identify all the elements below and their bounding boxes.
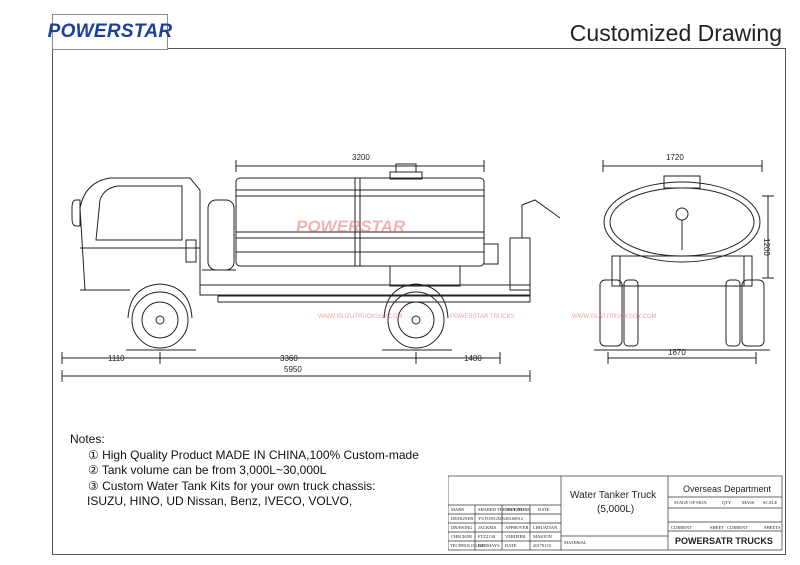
- tb-cell: APPROVER: [505, 525, 529, 530]
- dimension-front-overhang: 1110: [108, 354, 125, 363]
- tb-cell: SHEET: [710, 525, 724, 530]
- tb-cell: MASS: [742, 500, 755, 505]
- tb-cell: SIGNATURE: [505, 507, 530, 512]
- tb-cell: MARK: [451, 507, 465, 512]
- tb-cell: DATE: [538, 507, 550, 512]
- dimension-overall-length: 5950: [284, 365, 302, 374]
- tb-cell: YUTONGXIN: [478, 516, 506, 521]
- note-item: ① High Quality Product MADE IN CHINA,100…: [88, 447, 419, 462]
- logo-text: POWERSTAR: [47, 21, 173, 42]
- title-block: MARK SHARED THE FILE NO. SIGNATURE DATE …: [448, 475, 783, 551]
- tb-cell: DATE: [505, 543, 517, 548]
- tb-cell: MASTON: [533, 534, 553, 539]
- dimension-rear-overhang: 1480: [464, 354, 482, 363]
- tb-cell: CURRENT: [671, 525, 692, 530]
- powerstar-logo: POWERSTAR: [48, 14, 172, 50]
- rear-wheel: [383, 283, 449, 349]
- truck-drawing: 3200: [61, 153, 774, 382]
- tb-cell: GERMAYS: [478, 543, 500, 548]
- note-brands: ISUZU, HINO, UD Nissan, Benz, IVECO, VOL…: [87, 494, 353, 508]
- tb-cell: JACKMA: [478, 525, 497, 530]
- tb-cell: VERIFIER: [505, 534, 525, 539]
- tb-cell: SHEETS: [764, 525, 781, 530]
- dimension-tank-length: 3200: [235, 153, 485, 172]
- note-item: ② Tank volume can be from 3,000L~30,000L: [88, 463, 327, 477]
- tb-cell: SHARED THE FILE NO.: [478, 507, 525, 512]
- drawing-frame: [52, 48, 786, 555]
- front-wheel: [127, 283, 193, 349]
- tb-cell: 20160912: [505, 516, 523, 521]
- tb-cell: CURRENT: [727, 525, 748, 530]
- dimension-label: 3200: [352, 153, 370, 162]
- dimension-tank-width: 1720: [666, 153, 684, 162]
- company-name: POWERSATR TRUCKS: [675, 536, 773, 546]
- product-volume: (5,000L): [597, 504, 634, 515]
- watermark-trucks: POWERSTAR TRUCKS: [450, 314, 514, 320]
- watermark-brand: POWERSTAR: [296, 217, 406, 236]
- material-label: MATERIAL: [564, 540, 587, 545]
- water-tank: [235, 163, 499, 267]
- rear-view: 1720 1200 1870: [594, 153, 774, 364]
- tb-cell: CHECKER: [451, 534, 472, 539]
- truck-cab: [71, 177, 201, 292]
- page-title: Customized Drawing: [569, 20, 782, 46]
- tb-cell: QTY: [722, 500, 732, 505]
- tb-cell: FTZ2130: [478, 534, 496, 539]
- dimension-overall-width: 1870: [668, 348, 686, 357]
- tb-cell: SCALE: [763, 500, 778, 505]
- tb-cell: LIHUATIAN: [533, 525, 558, 530]
- dimension-row: 1110 3360 1480 5950: [61, 352, 531, 382]
- dimension-wheelbase: 3360: [280, 354, 298, 363]
- notes-section: Notes: ① High Quality Product MADE IN CH…: [70, 432, 419, 510]
- tb-cell: TECHNOLOGIST: [450, 543, 484, 548]
- note-item: ③ Custom Water Tank Kits for your own tr…: [88, 478, 376, 493]
- product-name: Water Tanker Truck: [570, 490, 657, 501]
- truck-chassis: [199, 199, 561, 303]
- watermark-url: WWW.ISUZUTRUCKSGY.COM: [318, 314, 403, 320]
- department: Overseas Department: [683, 484, 772, 494]
- tb-cell: DRAWING: [451, 525, 473, 530]
- tb-cell: STAGE OF SIGN: [674, 500, 707, 505]
- dimension-tank-height: 1200: [762, 238, 771, 256]
- watermark-url-2: WWW.ISUZUTRUCKSGY.COM: [572, 314, 657, 320]
- notes-heading: Notes:: [70, 432, 105, 446]
- tb-cell: 20170110: [533, 543, 552, 548]
- tb-cell: DESIGNER: [451, 516, 473, 521]
